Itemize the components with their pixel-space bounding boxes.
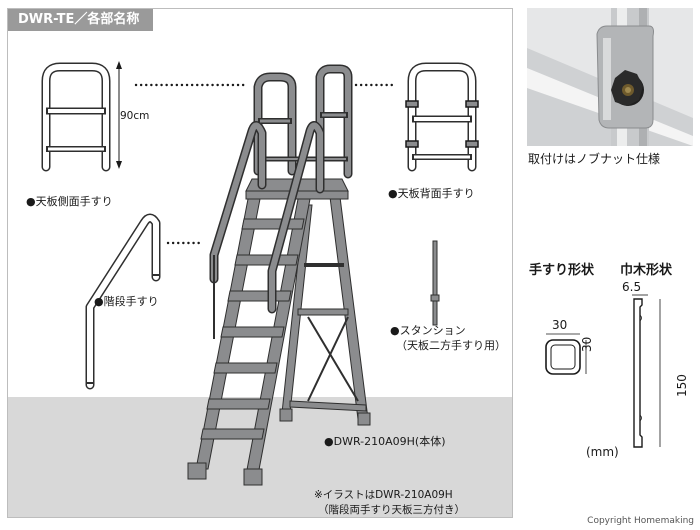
- knob-nut-image: [527, 8, 693, 146]
- panel-title: DWR-TE／各部名称: [8, 9, 154, 31]
- copyright: Copyright Homemaking: [587, 516, 694, 526]
- skirting-height-label: 150: [675, 374, 689, 397]
- skirting-cross-section: [632, 294, 661, 448]
- back-handrail-part: [405, 62, 479, 172]
- stanchion-label: ●スタンション: [390, 324, 466, 337]
- stanchion-sub-label: （天板二方手すり用）: [396, 339, 506, 352]
- illustration-note: ※イラストはDWR-210A09H: [314, 489, 453, 501]
- back-handrail-label: ●天板背面手すり: [388, 187, 475, 200]
- skirting-shape-title: 巾木形状: [620, 263, 673, 278]
- handrail-width-label: 30: [552, 318, 568, 332]
- illustration-note-sub: （階段両手すり天板三方付き）: [318, 504, 465, 516]
- handrail-cross-section: [545, 333, 587, 375]
- height-dimension: [116, 61, 122, 169]
- unit-label: (mm): [586, 445, 619, 459]
- stanchion-part: [430, 240, 440, 326]
- knob-nut-photo: [527, 8, 693, 146]
- handrail-shape-title: 手すり形状: [529, 263, 595, 278]
- body-label: ●DWR-210A09H(本体): [324, 435, 446, 448]
- ladder-illustration: .bar { fill:#8b8c8e; stroke:#2f2f2f; str…: [41, 61, 479, 486]
- handrail-height-label: 30: [580, 336, 594, 352]
- step-handrail-part: [85, 213, 161, 390]
- skirting-thickness-label: 6.5: [622, 280, 642, 294]
- step-handrail-label: ●階段手すり: [94, 295, 159, 308]
- parts-diagram-panel: DWR-TE／各部名称 .bar { fill:#8b8c8e; stroke:…: [7, 8, 513, 518]
- side-handrail-part: [41, 62, 111, 172]
- main-ladder-body: [187, 64, 371, 486]
- side-handrail-label: ●天板側面手すり: [26, 195, 113, 208]
- photo-caption: 取付けはノブナット仕様: [528, 152, 661, 166]
- height-dimension-label: 90cm: [120, 110, 150, 122]
